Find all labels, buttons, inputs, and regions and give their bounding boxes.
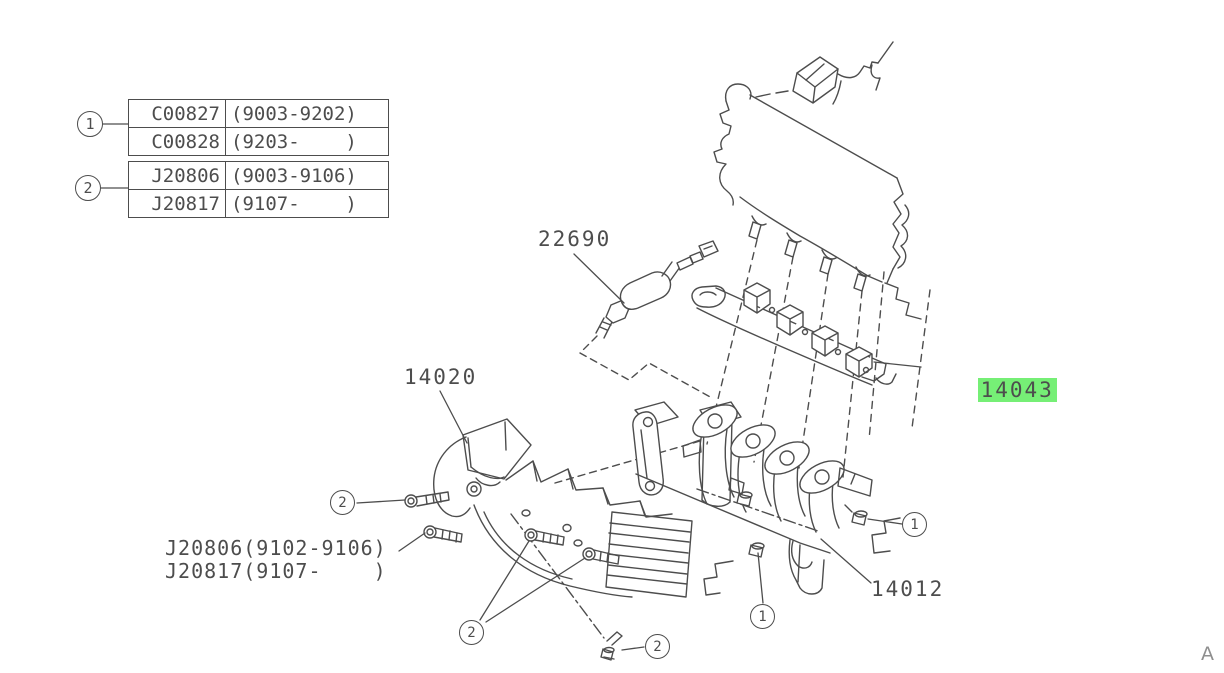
legend-table-1: C00827 (9003-9202) C00828 (9203- ) (128, 99, 389, 156)
bolt-center-1 (525, 529, 564, 545)
callout-marker-label: 2 (653, 638, 662, 655)
date-range-cell: (9107- ) (225, 189, 389, 218)
part-label-22690: 22690 (538, 227, 612, 251)
table-row: J20817 (9107- ) (128, 189, 389, 218)
table-row: J20806 (9003-9106) (128, 161, 389, 190)
oxygen-sensor-drawing (596, 241, 718, 338)
callout-marker-2-left: 2 (330, 490, 355, 515)
bolt-bottom (601, 632, 622, 660)
callout-marker-label: 2 (338, 494, 347, 511)
callout-marker-label: 1 (910, 516, 919, 533)
part-code-cell: C00828 (128, 127, 226, 156)
exhaust-manifold-drawing (636, 398, 900, 595)
callout-marker-label: 2 (467, 624, 476, 641)
part-label-14012: 14012 (871, 577, 945, 601)
bolt-drawings (405, 492, 622, 660)
table-row: C00827 (9003-9202) (128, 99, 389, 128)
dash-reference-lines (511, 336, 818, 638)
note-line-2: J20817(9107- ) (165, 559, 387, 583)
engine-block-drawing (714, 42, 921, 319)
part-label-14020: 14020 (404, 365, 478, 389)
leader-lines (101, 124, 921, 650)
callout-marker-label: 1 (758, 608, 767, 625)
part-code-cell: J20806 (128, 161, 226, 190)
part-code-cell: J20817 (128, 189, 226, 218)
front-cover-drawing (434, 419, 531, 517)
legend-marker-1: 1 (77, 111, 103, 137)
callout-marker-1-right: 1 (902, 512, 927, 537)
heat-shield-drawing (692, 283, 896, 385)
legend-marker-2: 2 (75, 175, 101, 201)
callout-marker-2-bottom: 2 (459, 620, 484, 645)
bolt-upper-left (405, 492, 449, 507)
legend-table-2: J20806 (9003-9106) J20817 (9107- ) (128, 161, 389, 218)
part-label-14043-wrap: 14043 (919, 354, 1057, 426)
lower-heat-shield-drawing (474, 461, 692, 597)
callout-marker-1-bottom: 1 (750, 604, 775, 629)
date-range-cell: (9003-9202) (225, 99, 389, 128)
corner-section-letter: A (1201, 643, 1214, 665)
date-range-cell: (9003-9106) (225, 161, 389, 190)
bolt-note-target (424, 526, 462, 542)
part-label-14043-highlighted[interactable]: 14043 (977, 378, 1057, 402)
date-range-cell: (9203- ) (225, 127, 389, 156)
note-line-1: J20806(9102-9106) (165, 536, 387, 560)
legend-marker-1-label: 1 (85, 115, 95, 133)
callout-marker-2-bottom-right: 2 (645, 634, 670, 659)
legend-marker-2-label: 2 (83, 179, 93, 197)
bolt-center-2 (583, 548, 619, 564)
table-row: C00828 (9203- ) (128, 127, 389, 156)
part-code-cell: C00827 (128, 99, 226, 128)
